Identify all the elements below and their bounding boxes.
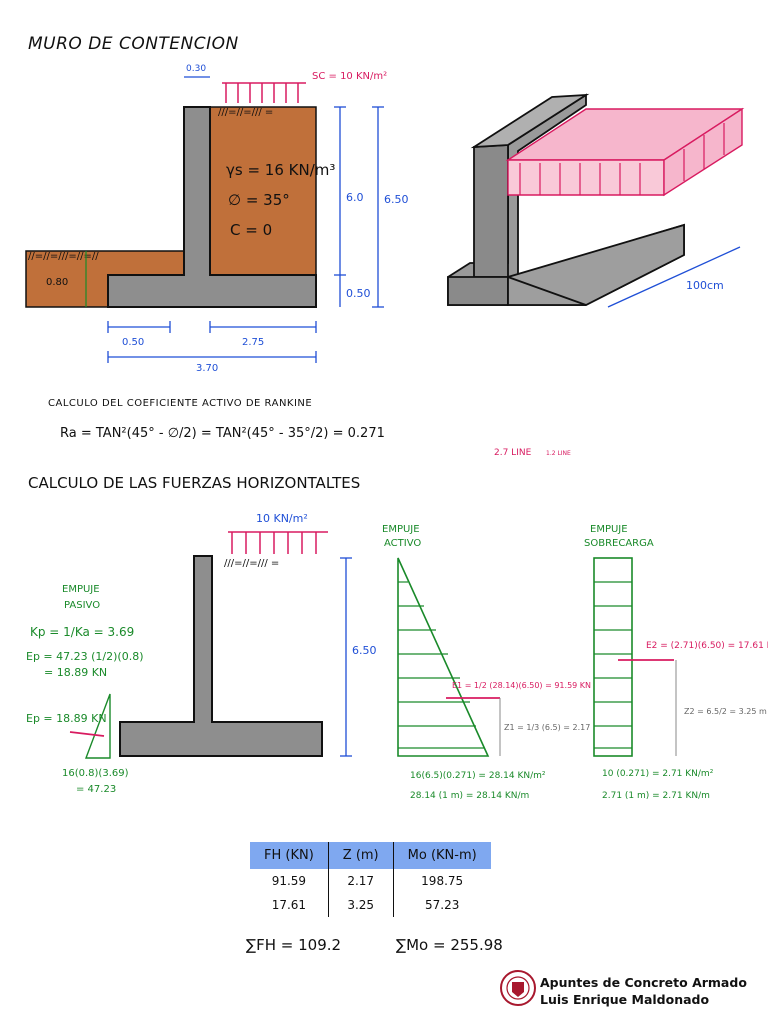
cell: 91.59: [271, 874, 307, 888]
kp-formula: Kp = 1/Ka = 3.69: [30, 625, 134, 639]
cell: 17.61: [271, 898, 307, 912]
passive-title-1: EMPUJE: [62, 584, 100, 595]
results-table: FH (KN) Z (m) Mo (KN-m) 91.59 2.17 198.7…: [250, 842, 491, 917]
brand-line-2: Luis Enrique Maldonado: [540, 992, 710, 1007]
sum-moments: ∑Mo = 255.98: [396, 936, 503, 954]
note-2-7: 2.7 LINE: [494, 448, 532, 458]
dim-stem-height: 6.0: [346, 191, 364, 204]
active-arrows: [398, 581, 484, 749]
surcharge-arrows: [222, 82, 306, 103]
cohesion-label: C = 0: [230, 221, 272, 239]
surcharge-pressure-arrows: [594, 581, 632, 749]
surcharge-label: SC = 10 KN/m²: [312, 71, 387, 82]
wall-3d-diagram: 100cm: [447, 93, 745, 308]
active-triangle: [397, 557, 490, 757]
dim-base-width: 3.70: [196, 363, 218, 374]
dim-heel: 2.75: [242, 337, 264, 348]
surcharge-base-1: 10 (0.271) = 2.71 KN/m²: [602, 769, 714, 779]
load-slab-3d: [505, 107, 745, 197]
ground-hatch: ///=//=/// =: [224, 558, 279, 569]
dim-front-height: 0.80: [46, 277, 68, 288]
wall-section-forces: [119, 555, 323, 757]
dim-base-height: 0.50: [346, 287, 371, 300]
header-mo: Mo (KN-m): [392, 842, 491, 869]
surcharge-label-2: 10 KN/m²: [256, 512, 308, 525]
passive-title-2: PASIVO: [64, 600, 100, 611]
table-row: 17.61 3.25 57.23: [250, 893, 491, 917]
ep-arrow-label: Ep = 18.89 KN: [26, 712, 107, 725]
height-label: 6.50: [352, 644, 377, 657]
cell: 3.25: [327, 893, 394, 917]
university-seal-icon: [500, 970, 536, 1006]
height-dim: [340, 557, 352, 757]
backfill-soil: [209, 106, 317, 276]
passive-triangle: [84, 693, 111, 759]
passive-base-2: = 47.23: [76, 784, 116, 795]
phi-label: ∅ = 35°: [228, 191, 290, 209]
cell: 2.17: [327, 869, 394, 893]
e1-label: E1 = 1/2 (28.14)(6.50) = 91.59 KN: [452, 681, 591, 690]
table-header-row: FH (KN) Z (m) Mo (KN-m): [250, 842, 491, 869]
active-base-2: 28.14 (1 m) = 28.14 KN/m: [410, 791, 529, 801]
surcharge-title-1: EMPUJE: [590, 524, 628, 535]
wall-section-diagram: ///=//=/// = //=//=///=//=// 0.30 SC = 1…: [25, 64, 409, 374]
dim-toe: 0.50: [122, 337, 144, 348]
wall-3d-concrete: [447, 93, 685, 306]
cell: 198.75: [392, 869, 491, 893]
brand-line-1: Apuntes de Concreto Armado: [540, 975, 747, 990]
dim-depth: 100cm: [686, 279, 724, 292]
dim-total-height: 6.50: [384, 193, 409, 206]
surcharge-title-2: SOBRECARGA: [584, 538, 654, 549]
forces-title: CALCULO DE LAS FUERZAS HORIZONTALTES: [28, 474, 361, 492]
ground-hatch-back: ///=//=/// =: [218, 107, 273, 118]
surcharge-rect: [593, 557, 633, 757]
active-title-2: ACTIVO: [384, 538, 421, 549]
active-base-1: 16(6.5)(0.271) = 28.14 KN/m²: [410, 771, 546, 781]
surcharge-arrows-2: [228, 531, 328, 554]
note-1-2: 1.2 LINE: [546, 450, 571, 457]
ep-result: = 18.89 KN: [44, 666, 107, 679]
rankine-heading: CALCULO DEL COEFICIENTE ACTIVO DE RANKIN…: [48, 398, 313, 409]
page-title: MURO DE CONTENCION: [28, 34, 239, 54]
e2-label: E2 = (2.71)(6.50) = 17.61 KN: [646, 641, 768, 651]
dim-top-width: 0.30: [186, 64, 206, 74]
ep-arrow: [69, 731, 105, 737]
dimension-lines: [107, 76, 384, 363]
ep-formula: Ep = 47.23 (1/2)(0.8): [26, 650, 144, 663]
header-fh: FH (KN): [250, 842, 329, 869]
sum-forces: ∑FH = 109.2: [246, 936, 342, 954]
header-z: Z (m): [327, 842, 394, 869]
wall-concrete: [107, 106, 317, 308]
ground-hatch-front: //=//=///=//=//: [28, 251, 99, 262]
surcharge-base-2: 2.71 (1 m) = 2.71 KN/m: [602, 791, 710, 801]
z1-label: Z1 = 1/3 (6.5) = 2.17 m: [504, 723, 601, 732]
rankine-formula: Ra = TAN²(45° - ∅/2) = TAN²(45° - 35°/2)…: [60, 426, 385, 441]
forces-diagram: ///=//=/// = 10 KN/m² 6.50 EMPUJE PASIVO…: [26, 512, 768, 801]
gamma-label: γs = 16 KN/m³: [226, 161, 335, 179]
brand-text: Apuntes de Concreto Armado Luis Enrique …: [540, 974, 747, 1008]
active-title-1: EMPUJE: [382, 524, 420, 535]
z2-label: Z2 = 6.5/2 = 3.25 m: [684, 707, 767, 716]
cell: 57.23: [392, 893, 491, 917]
table-row: 91.59 2.17 198.75: [250, 869, 491, 893]
depth-dim-line: [607, 246, 741, 308]
passive-base-1: 16(0.8)(3.69): [62, 768, 129, 779]
